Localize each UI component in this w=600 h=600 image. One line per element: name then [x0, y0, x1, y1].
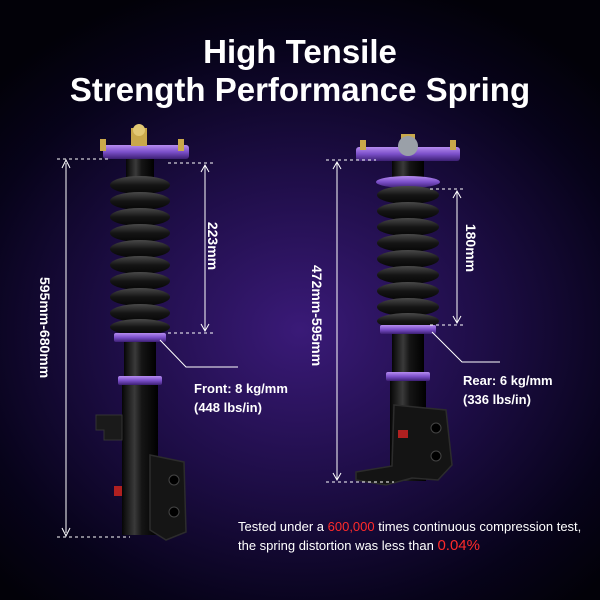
test-note: Tested under a 600,000 times continuous … — [238, 517, 581, 555]
rear-spec: Rear: 6 kg/mm (336 lbs/in) — [463, 371, 553, 409]
rear-coil-spring — [377, 186, 439, 329]
rear-coilover — [355, 134, 460, 486]
rear-spec-lbs: (336 lbs/in) — [463, 392, 531, 407]
test-note-line-2: the spring distortion was less than 0.04… — [238, 537, 480, 554]
title-line-1: High Tensile — [203, 33, 397, 70]
test-note-line-1: Tested under a 600,000 times continuous … — [238, 519, 582, 534]
front-spec: Front: 8 kg/mm (448 lbs/in) — [194, 379, 288, 417]
rear-spec-rate: Rear: 6 kg/mm — [463, 373, 553, 388]
rear-spring-length-label: 180mm — [463, 223, 479, 273]
front-top-mount — [103, 145, 189, 159]
front-coilover — [95, 124, 189, 541]
front-dimension-lines — [57, 158, 238, 538]
front-spring-length-label: 223mm — [205, 221, 221, 271]
front-spec-lbs: (448 lbs/in) — [194, 400, 262, 415]
distortion-highlight: 0.04% — [437, 537, 480, 554]
front-spec-rate: Front: 8 kg/mm — [194, 381, 288, 396]
title-line-2: Strength Performance Spring — [69, 71, 531, 108]
rear-total-length-label: 472mm-595mm — [309, 265, 325, 367]
compression-count-highlight: 600,000 — [327, 519, 375, 534]
front-total-length-label: 595mm-680mm — [37, 277, 53, 379]
front-coil-spring — [110, 176, 170, 335]
rear-dimension-lines — [326, 159, 500, 483]
